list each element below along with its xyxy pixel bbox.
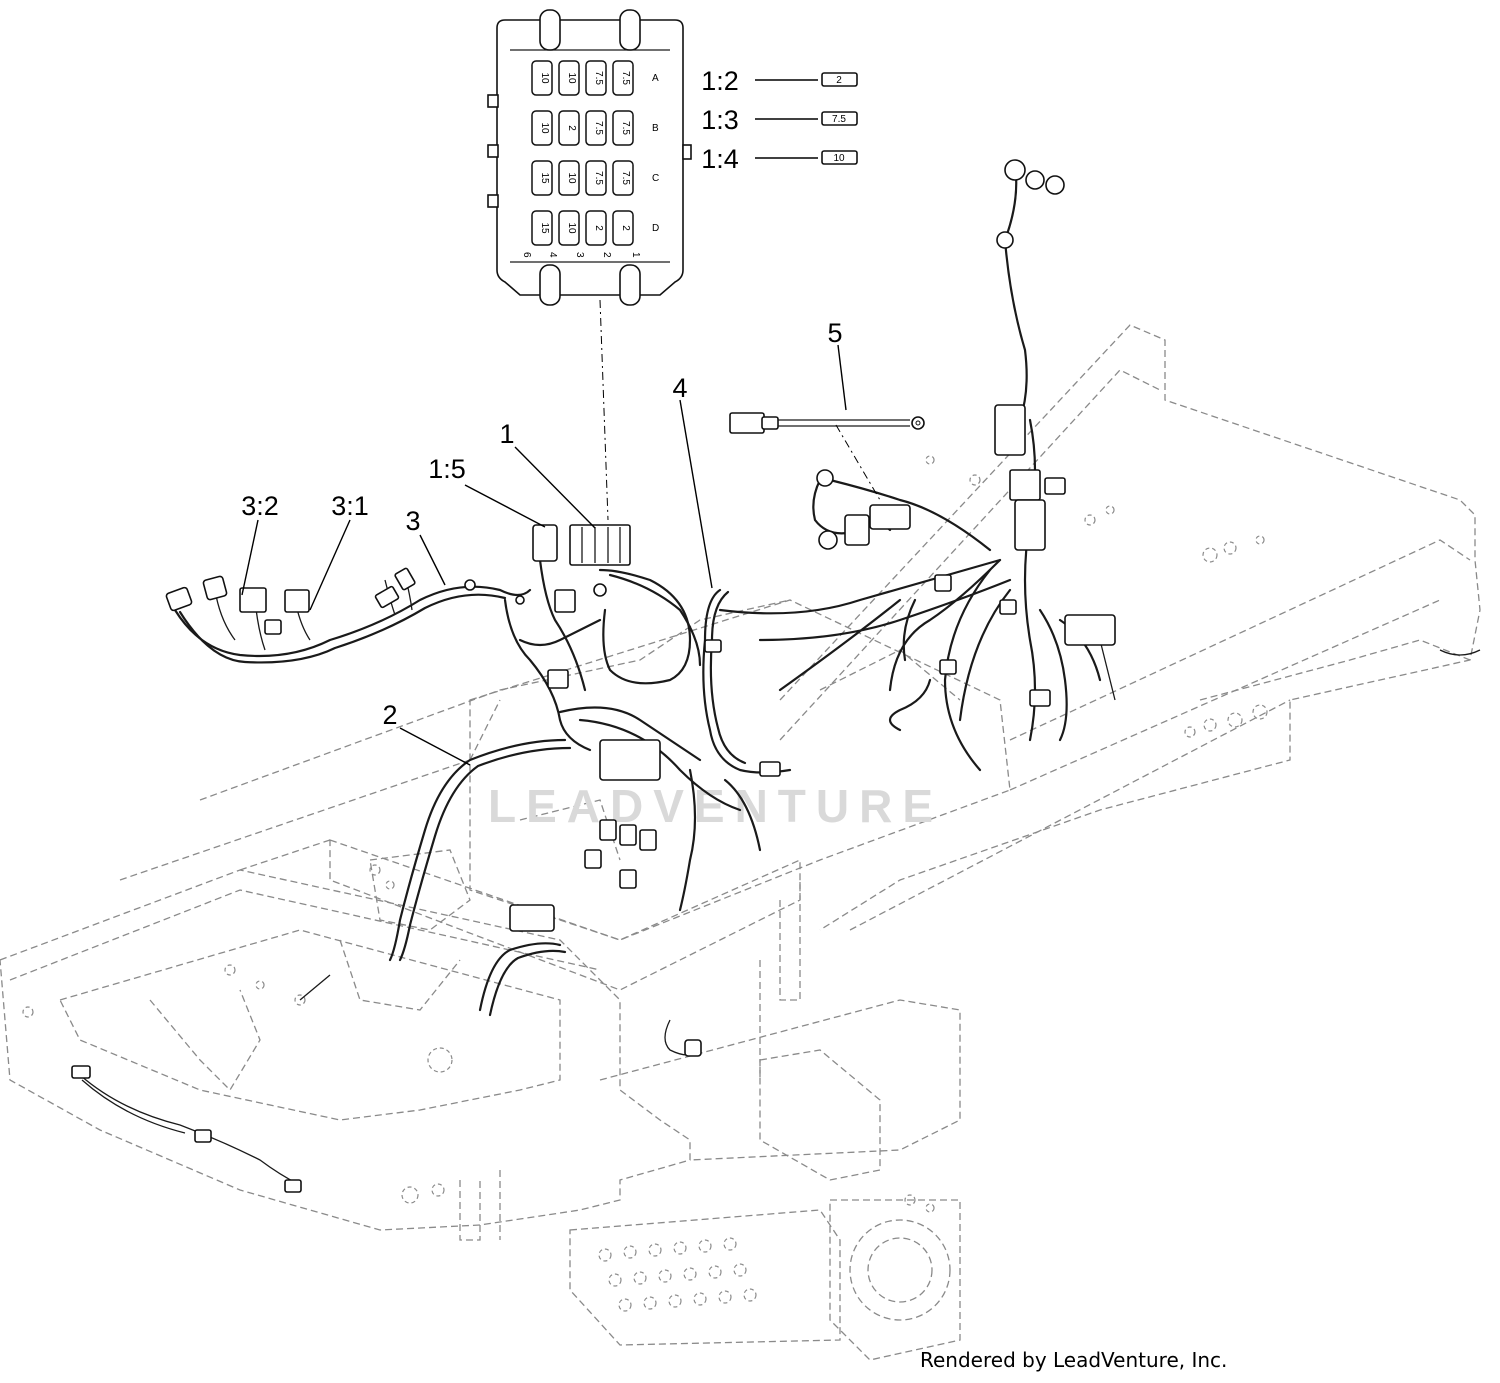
fuse-icon-2a — [821, 72, 858, 87]
callout-1: 1 — [499, 419, 514, 449]
fuse-slot-rating: 7.5 — [593, 171, 604, 185]
fuse-slot — [612, 60, 634, 96]
callout-4: 4 — [672, 373, 687, 403]
callout-5: 5 — [827, 318, 842, 348]
fuse-grid: A B C D 10 10 7.5 7.5 10 2 7.5 7.5 15 10 7.5 7.5 15 10 2 2 6… — [521, 60, 659, 258]
fuse-rating-legend: 2 7.5 10 — [755, 72, 858, 165]
fuse-slot-rating: 2 — [566, 125, 577, 131]
callout-3-1: 3:1 — [331, 491, 369, 521]
ground-cable-5 — [729, 412, 925, 434]
callout-2: 2 — [382, 700, 397, 730]
fuse-slot — [585, 110, 607, 146]
fuse-icon-7-5a — [821, 111, 858, 126]
callout-1-4: 1:4 — [701, 144, 739, 174]
fuse-slot-rating: 2 — [593, 225, 604, 231]
fuse-position-number: 1 — [630, 252, 641, 258]
fuse-slot — [531, 210, 553, 246]
watermark: LEADVENTURE — [488, 780, 943, 832]
ignition-connector-top — [1004, 159, 1026, 181]
frame-holes — [22, 455, 1268, 1213]
fuse-block-inset — [487, 9, 692, 306]
callout-leaders — [241, 344, 881, 766]
fuse-slot — [531, 60, 553, 96]
fuse-slot — [558, 60, 580, 96]
fuse-slot — [585, 210, 607, 246]
fuse-slot — [612, 160, 634, 196]
fuse-rating-2: 2 — [836, 75, 842, 86]
step-plate-holes — [598, 1237, 757, 1312]
fuse-slot — [612, 110, 634, 146]
fuse-slot-rating: 10 — [566, 172, 577, 184]
front-lower-harness — [71, 1065, 302, 1193]
harness-rear — [718, 159, 1481, 772]
fuse-slot-rating: 10 — [566, 72, 577, 84]
callout-3: 3 — [405, 506, 420, 536]
fuse-position-number: 6 — [521, 252, 532, 258]
connector-1-5 — [532, 524, 558, 562]
fuse-row-label: C — [652, 173, 659, 184]
fuse-slot — [531, 160, 553, 196]
fuse-slot-rating: 10 — [566, 222, 577, 234]
fuse-slot — [612, 210, 634, 246]
fuse-block — [569, 524, 631, 566]
callout-labels: 1:2 1:3 1:4 5 4 1 1:5 3:2 3:1 3 2 — [241, 66, 842, 730]
fuse-slot-rating: 7.5 — [620, 171, 631, 185]
callout-1-3: 1:3 — [701, 105, 739, 135]
fuse-rating-10: 10 — [833, 153, 845, 164]
fuse-position-number: 4 — [547, 252, 558, 258]
fuse-slot-rating: 15 — [539, 172, 550, 184]
fuse-slot — [558, 160, 580, 196]
fuse-row-label: B — [652, 123, 659, 134]
harness-4 — [702, 588, 792, 777]
callout-1-2: 1:2 — [701, 66, 739, 96]
fuse-position-number: 3 — [574, 252, 585, 258]
fuse-rating-7-5: 7.5 — [832, 114, 846, 125]
fuse-slot-rating: 7.5 — [593, 121, 604, 135]
callout-3-2: 3:2 — [241, 491, 279, 521]
mower-frame — [0, 324, 1481, 1361]
render-credit: Rendered by LeadVenture, Inc. — [920, 1348, 1228, 1372]
relay-block-rear — [1064, 614, 1116, 646]
fuse-row-label: A — [652, 73, 659, 84]
fuse-slot-rating: 2 — [620, 225, 631, 231]
fuse-row-label: D — [652, 223, 659, 234]
switch-module — [509, 904, 555, 932]
harness-2 — [299, 706, 762, 1057]
fuse-slot-rating: 7.5 — [620, 71, 631, 85]
fuse-slot-rating: 15 — [539, 222, 550, 234]
fuse-slot — [531, 110, 553, 146]
fuse-icon-10a — [821, 150, 858, 165]
fuse-slot-rating: 10 — [539, 72, 550, 84]
fuse-slot-rating: 7.5 — [620, 121, 631, 135]
fuse-slot — [585, 60, 607, 96]
fuse-slot — [585, 160, 607, 196]
fuse-slot — [558, 110, 580, 146]
harness-1-main — [503, 524, 702, 752]
harness-3 — [165, 567, 532, 664]
fuse-slot-rating: 7.5 — [593, 71, 604, 85]
inset-leader — [599, 299, 609, 521]
fuse-slot — [558, 210, 580, 246]
relay-cluster — [599, 739, 661, 781]
fuse-position-number: 2 — [601, 252, 612, 258]
callout-1-5: 1:5 — [428, 454, 466, 484]
fuse-slot-rating: 10 — [539, 122, 550, 134]
